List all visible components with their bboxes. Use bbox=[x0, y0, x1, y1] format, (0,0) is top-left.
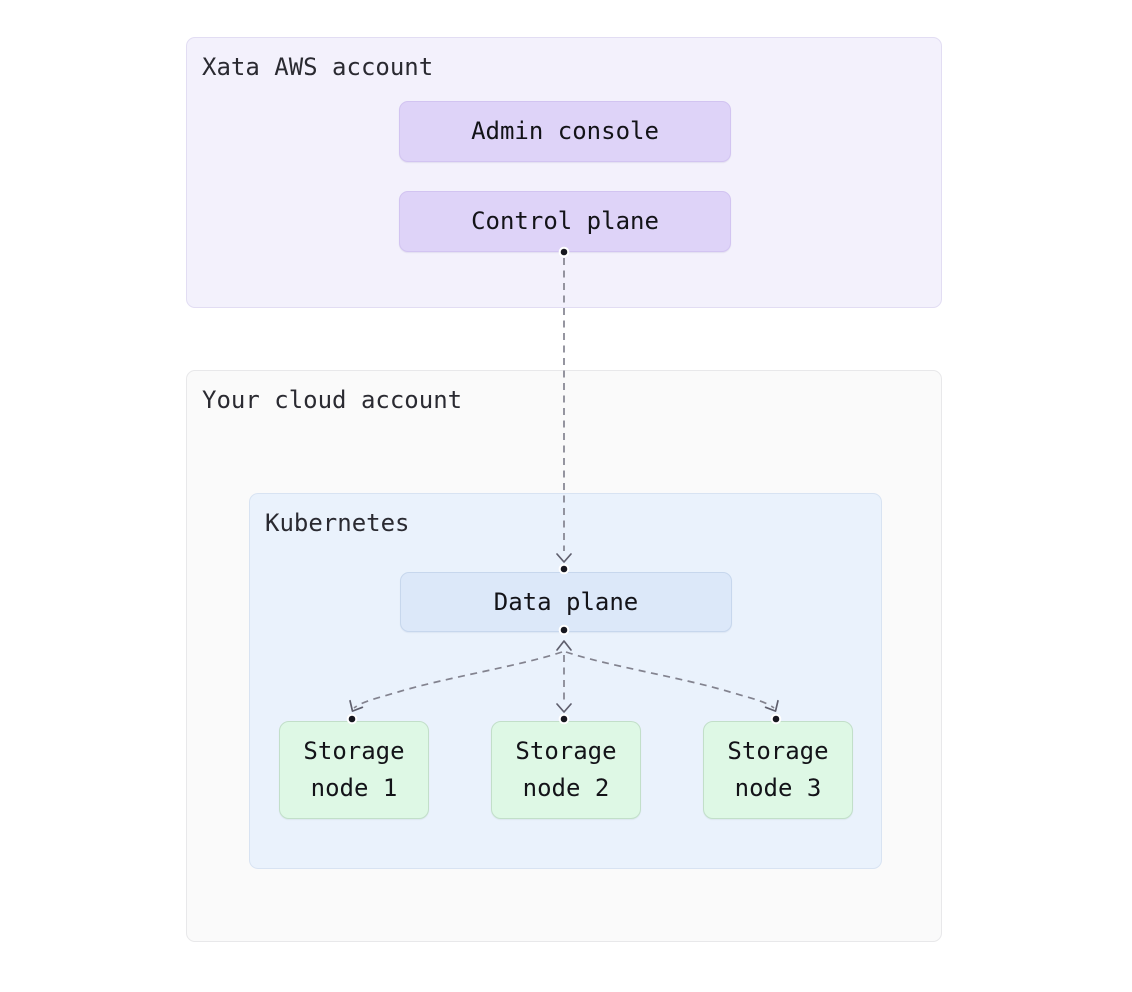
kubernetes-title: Kubernetes bbox=[265, 509, 410, 537]
your-cloud-account-container: Your cloud account Kubernetes Data plane… bbox=[186, 370, 942, 942]
xata-aws-account-title: Xata AWS account bbox=[202, 53, 434, 81]
data-plane-label: Data plane bbox=[493, 587, 639, 616]
control-plane-label: Control plane bbox=[471, 207, 659, 235]
storage-node-2-label-line1: Storage bbox=[515, 737, 617, 765]
data-plane-node: Data plane bbox=[400, 572, 732, 632]
storage-node-2-label-line2: node 2 bbox=[522, 774, 610, 802]
storage-node-1-label-line1: Storage bbox=[303, 737, 405, 765]
storage-node-1: Storage node 1 bbox=[279, 721, 429, 819]
xata-aws-account-container: Xata AWS account Admin console Control p… bbox=[186, 37, 942, 308]
storage-node-1-label-line2: node 1 bbox=[310, 774, 398, 802]
control-plane-node: Control plane bbox=[399, 191, 731, 252]
storage-node-3: Storage node 3 bbox=[703, 721, 853, 819]
admin-console-node: Admin console bbox=[399, 101, 731, 162]
admin-console-label: Admin console bbox=[471, 117, 659, 145]
storage-node-3-label-line2: node 3 bbox=[734, 774, 822, 802]
storage-node-3-label-line1: Storage bbox=[727, 737, 829, 765]
your-cloud-account-title: Your cloud account bbox=[202, 386, 463, 414]
kubernetes-container: Kubernetes Data plane Storage node 1 Sto… bbox=[249, 493, 882, 869]
storage-node-2: Storage node 2 bbox=[491, 721, 641, 819]
